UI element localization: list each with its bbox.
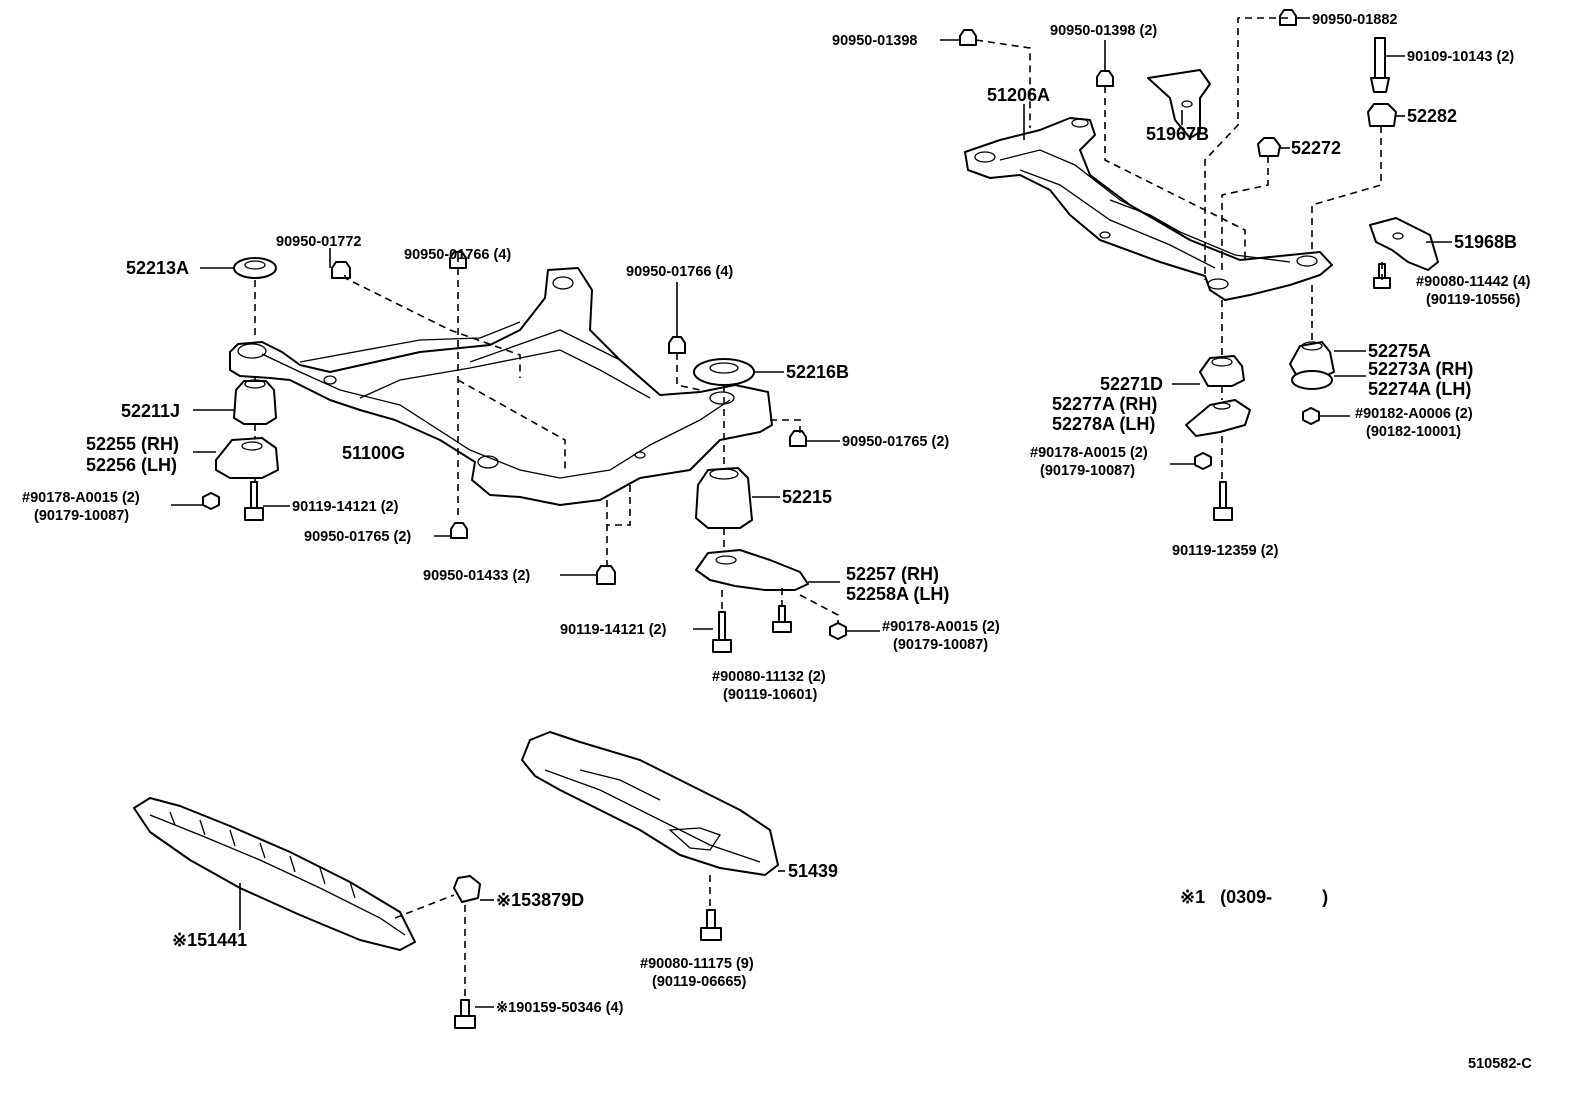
bolt-90159-50346 — [454, 999, 476, 1029]
part-52216B — [693, 358, 755, 386]
part-52211J — [233, 379, 277, 425]
label-90179-c: (90179-10087) — [1040, 463, 1135, 479]
label-52255: 52255 (RH) — [86, 434, 179, 454]
label-90950-01765-a: 90950-01765 (2) — [842, 434, 949, 450]
rear-crossmember-51206A — [964, 117, 1333, 301]
label-51441: ※151441 — [172, 930, 247, 950]
label-90182: #90182-A0006 (2) — [1355, 406, 1473, 422]
part-52255-52256 — [215, 437, 279, 479]
plug-90950-01765-a — [789, 430, 807, 447]
label-52277A: 52277A (RH) — [1052, 394, 1157, 414]
label-52273A: 52273A (RH) — [1368, 359, 1473, 379]
label-52282: 52282 — [1407, 106, 1457, 126]
label-90080-11132: #90080-11132 (2) — [712, 669, 826, 685]
bolt-90080-11175 — [700, 909, 722, 941]
label-90950-01766-b: 90950-01766 (4) — [626, 264, 733, 280]
label-90950-01882: 90950-01882 — [1312, 12, 1397, 28]
front-crossmember-51100G — [229, 267, 773, 506]
label-90080-11175: #90080-11175 (9) — [640, 956, 754, 972]
label-90109-10143: 90109-10143 (2) — [1407, 49, 1514, 65]
label-90950-01398-a: 90950-01398 — [832, 33, 917, 49]
label-51439: 51439 — [788, 861, 838, 881]
label-53879D: ※153879D — [496, 890, 584, 910]
part-52273A-52274A — [1291, 370, 1333, 390]
label-52275A: 52275A — [1368, 341, 1431, 361]
label-90119-06665: (90119-06665) — [652, 974, 746, 990]
plug-90950-01398-a — [959, 29, 977, 46]
dashed-assembly-lines — [254, 17, 1383, 1000]
label-90950-01765-b: 90950-01765 (2) — [304, 529, 411, 545]
label-90950-01433: 90950-01433 (2) — [423, 568, 530, 584]
plug-90950-01433 — [596, 565, 616, 585]
label-90179-a: (90179-10087) — [34, 508, 129, 524]
side-cover-51441 — [133, 797, 416, 951]
label-90178-b: #90178-A0015 (2) — [882, 619, 1000, 635]
label-90119-10601: (90119-10601) — [723, 687, 817, 703]
label-90950-01398-b: 90950-01398 (2) — [1050, 23, 1157, 39]
part-52215 — [695, 467, 753, 529]
leader-lines — [171, 17, 1452, 1008]
bolt-90119-12359 — [1213, 481, 1233, 521]
label-51206A: 51206A — [987, 85, 1050, 105]
plug-90950-01398-b — [1096, 70, 1114, 87]
part-52257-52258A — [695, 549, 809, 591]
label-52257: 52257 (RH) — [846, 564, 939, 584]
bracket-51967B — [1147, 69, 1211, 139]
label-90950-01772: 90950-01772 — [276, 234, 361, 250]
label-90159-50346: ※190159-50346 (4) — [496, 1000, 624, 1016]
label-51967B: 51967B — [1146, 124, 1209, 144]
label-90178-c: #90178-A0015 (2) — [1030, 445, 1148, 461]
bolt-90109-10143 — [1370, 37, 1390, 93]
label-90179-b: (90179-10087) — [893, 637, 988, 653]
label-90119-12359: 90119-12359 (2) — [1172, 543, 1279, 559]
plug-90950-01765-b — [450, 522, 468, 539]
part-52271D — [1199, 355, 1245, 387]
label-52272: 52272 — [1291, 138, 1341, 158]
label-52216B: 52216B — [786, 362, 849, 382]
label-90119-14121-a: 90119-14121 (2) — [292, 499, 399, 515]
footnote-range: ※1 (0309- ) — [1180, 887, 1328, 907]
nut-90182 — [1302, 407, 1320, 425]
bolt-90119-14121-b — [712, 611, 732, 653]
label-51100G: 51100G — [342, 443, 405, 463]
part-52277A-52278A — [1185, 399, 1251, 437]
label-90119-14121-b: 90119-14121 (2) — [560, 622, 667, 638]
diagram-code: 510582-C — [1468, 1056, 1532, 1072]
plug-90950-01766-b — [668, 336, 686, 354]
label-52258A: 52258A (LH) — [846, 584, 949, 604]
label-90119-10556: (90119-10556) — [1426, 292, 1520, 308]
nut-90178-b — [829, 622, 847, 640]
bolt-90080-11132 — [772, 605, 792, 633]
part-52213A — [233, 257, 277, 279]
label-52256: 52256 (LH) — [86, 455, 177, 475]
plug-90950-01772 — [331, 261, 351, 279]
bolt-90119-14121-a — [244, 481, 264, 521]
label-90178-a: #90178-A0015 (2) — [22, 490, 140, 506]
part-52272 — [1257, 137, 1281, 157]
label-52215: 52215 — [782, 487, 832, 507]
label-51968B: 51968B — [1454, 232, 1517, 252]
part-labels: 52213A 52211J 52255 (RH) 52256 (LH) #901… — [22, 12, 1532, 1072]
label-90950-01766-a: 90950-01766 (4) — [404, 247, 511, 263]
clip-53879D — [453, 875, 481, 903]
label-52271D: 52271D — [1100, 374, 1163, 394]
label-52213A: 52213A — [126, 258, 189, 278]
engine-under-cover-51439 — [521, 731, 779, 876]
label-52211J: 52211J — [121, 401, 180, 421]
label-52274A: 52274A (LH) — [1368, 379, 1471, 399]
nut-90178-a — [202, 492, 220, 510]
label-90182-10001: (90182-10001) — [1366, 424, 1461, 440]
label-52278A: 52278A (LH) — [1052, 414, 1155, 434]
bracket-51968B — [1369, 217, 1439, 271]
nut-90178-c — [1194, 452, 1212, 470]
label-90080-11442: #90080-11442 (4) — [1416, 274, 1531, 290]
part-52282 — [1367, 103, 1397, 127]
